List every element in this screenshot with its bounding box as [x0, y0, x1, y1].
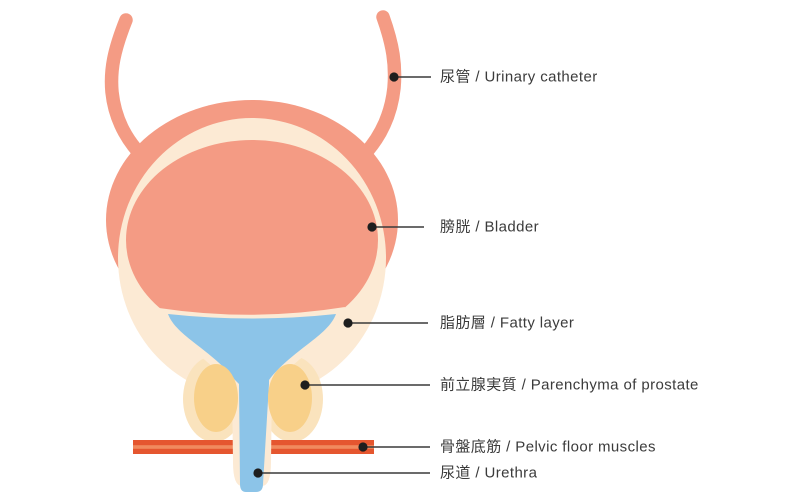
- label-urethra: 尿道 / Urethra: [440, 465, 538, 482]
- label-fatty-layer: 脂肪層 / Fatty layer: [440, 315, 574, 332]
- prostate-lobe-right: [268, 364, 312, 432]
- label-pelvic-floor-muscles: 骨盤底筋 / Pelvic floor muscles: [440, 439, 656, 456]
- catheter-tube-left: [104, 13, 159, 172]
- label-urinary-catheter: 尿管 / Urinary catheter: [440, 69, 598, 86]
- prostate-lobe-left: [194, 364, 238, 432]
- marker-dot: [253, 468, 263, 478]
- urethra-fluid: [168, 314, 336, 492]
- annotation-pelvic-floor-muscles: 骨盤底筋 / Pelvic floor muscles: [358, 439, 655, 456]
- annotation-urethra: 尿道 / Urethra: [253, 465, 537, 482]
- annotation-bladder: 膀胱 / Bladder: [367, 219, 539, 236]
- label-parenchyma-of-prostate: 前立腺実質 / Parenchyma of prostate: [440, 376, 699, 394]
- annotation-parenchyma-of-prostate: 前立腺実質 / Parenchyma of prostate: [300, 376, 698, 394]
- marker-dot: [343, 318, 353, 328]
- catheter-tube-right: [351, 10, 402, 168]
- marker-dot: [367, 222, 377, 232]
- marker-dot: [389, 72, 399, 82]
- annotation-fatty-layer: 脂肪層 / Fatty layer: [343, 315, 574, 332]
- label-bladder: 膀胱 / Bladder: [440, 219, 539, 236]
- marker-dot: [300, 380, 310, 390]
- bladder-body: [126, 140, 378, 340]
- annotation-urinary-catheter: 尿管 / Urinary catheter: [389, 69, 597, 86]
- marker-dot: [358, 442, 368, 452]
